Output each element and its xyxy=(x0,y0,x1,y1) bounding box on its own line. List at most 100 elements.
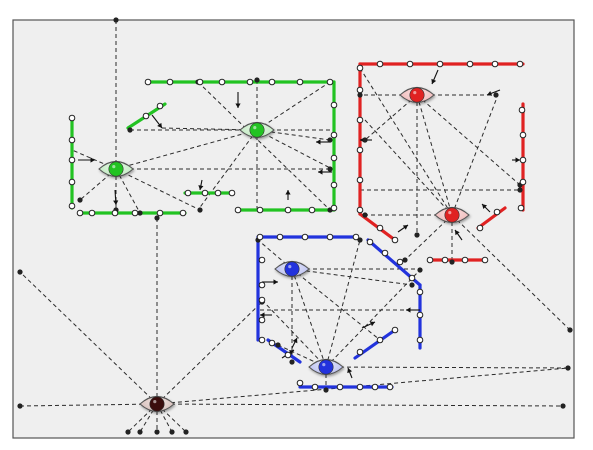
wall-point-dot xyxy=(416,311,424,319)
wall-point-dot xyxy=(142,112,150,120)
wall-point-dot xyxy=(284,351,292,359)
endpoint-dot xyxy=(154,429,160,435)
arrow-icon xyxy=(318,169,332,175)
wall-point-dot xyxy=(234,206,242,214)
sight-line xyxy=(156,301,263,405)
red-wall-segment xyxy=(476,206,507,230)
sight-line xyxy=(364,94,418,141)
sight-line xyxy=(139,403,158,433)
endpoint-dot xyxy=(414,232,420,238)
eye-icon xyxy=(139,395,175,413)
endpoint-dot xyxy=(127,127,133,133)
endpoint-dot xyxy=(17,403,23,409)
wall-point-dot xyxy=(144,78,152,86)
wall-point-dot xyxy=(519,178,527,186)
wall-point-dot xyxy=(330,204,338,212)
arrow-icon xyxy=(262,279,278,285)
wall-point-dot xyxy=(408,274,416,282)
endpoint-dot xyxy=(417,267,423,273)
wall-point-dot xyxy=(166,78,174,86)
endpoint-dot xyxy=(327,166,333,172)
arrow-icon xyxy=(285,190,291,200)
endpoint-dot xyxy=(362,137,368,143)
wall-point-dot xyxy=(228,189,236,197)
wall-point-dot xyxy=(311,383,319,391)
endpoint-dot xyxy=(323,387,329,393)
wall-point-dot xyxy=(519,131,527,139)
wall-point-dot xyxy=(381,249,389,257)
arrow-icon xyxy=(481,203,491,213)
wall-point-dot xyxy=(258,316,266,324)
sight-line xyxy=(325,239,361,368)
wall-point-dot xyxy=(246,78,254,86)
wall-point-dot xyxy=(256,233,264,241)
endpoint-dot xyxy=(409,282,415,288)
wall-point-dot xyxy=(326,78,334,86)
sight-line xyxy=(19,403,158,407)
wall-point-dot xyxy=(68,136,76,144)
wall-point-dot xyxy=(330,154,338,162)
arrow-icon xyxy=(151,114,163,129)
sight-line xyxy=(325,366,571,369)
arrow-icon xyxy=(347,367,353,379)
endpoint-dot xyxy=(183,429,189,435)
sight-line xyxy=(256,129,331,141)
wall-point-dot xyxy=(461,256,469,264)
wall-point-dot xyxy=(258,296,266,304)
arrow-icon xyxy=(431,69,439,85)
sight-line xyxy=(19,271,158,405)
sight-line xyxy=(291,268,327,368)
endpoint-dot xyxy=(275,342,281,348)
endpoint-dot xyxy=(560,403,566,409)
wall-point-dot xyxy=(336,383,344,391)
endpoint-dot xyxy=(565,365,571,371)
endpoint-dot xyxy=(567,327,573,333)
wall-point-dot xyxy=(352,233,360,241)
arrow-icon xyxy=(486,89,501,96)
arrow-icon xyxy=(198,179,204,191)
wall-point-dot xyxy=(330,181,338,189)
wall-point-dot xyxy=(88,209,96,217)
wall-point-dot xyxy=(356,86,364,94)
wall-point-dot xyxy=(518,106,526,114)
wall-point-dot xyxy=(258,281,266,289)
wall-point-dot xyxy=(268,339,276,347)
wall-point-dot xyxy=(184,189,192,197)
endpoint-dot xyxy=(517,187,523,193)
wall-point-dot xyxy=(491,60,499,68)
sight-line xyxy=(261,299,327,368)
wall-point-dot xyxy=(179,209,187,217)
endpoint-dot xyxy=(113,17,119,23)
arrow-icon xyxy=(78,157,95,163)
wall-point-dot xyxy=(376,336,384,344)
observers xyxy=(98,86,470,413)
sight-lines xyxy=(19,20,571,433)
wall-point-dot xyxy=(356,383,364,391)
wall-point-dot xyxy=(276,233,284,241)
endpoint-dot xyxy=(137,210,143,216)
wall-point-dot xyxy=(416,336,424,344)
eye-icon xyxy=(399,86,435,104)
wall-point-dot xyxy=(516,60,524,68)
endpoint-dot xyxy=(125,429,131,435)
endpoint-dot xyxy=(449,259,455,265)
endpoint-dot xyxy=(289,359,295,365)
eye-icon xyxy=(98,160,134,178)
wall-point-dot xyxy=(201,189,209,197)
arrow-icon xyxy=(260,312,272,318)
wall-point-dot xyxy=(436,60,444,68)
arrow-icon xyxy=(406,307,420,313)
sight-line xyxy=(291,268,381,341)
wall-point-dot xyxy=(214,189,222,197)
arrow-icon xyxy=(397,224,409,233)
wall-point-dot xyxy=(296,379,304,387)
wall-point-dot xyxy=(330,101,338,109)
wall-point-dot xyxy=(356,146,364,154)
wall-point-dot xyxy=(426,256,434,264)
wall-point-dot xyxy=(356,206,364,214)
endpoint-dot xyxy=(357,92,363,98)
wall-point-dot xyxy=(68,156,76,164)
wall-point-dot xyxy=(481,256,489,264)
arrow-icon xyxy=(235,92,241,108)
